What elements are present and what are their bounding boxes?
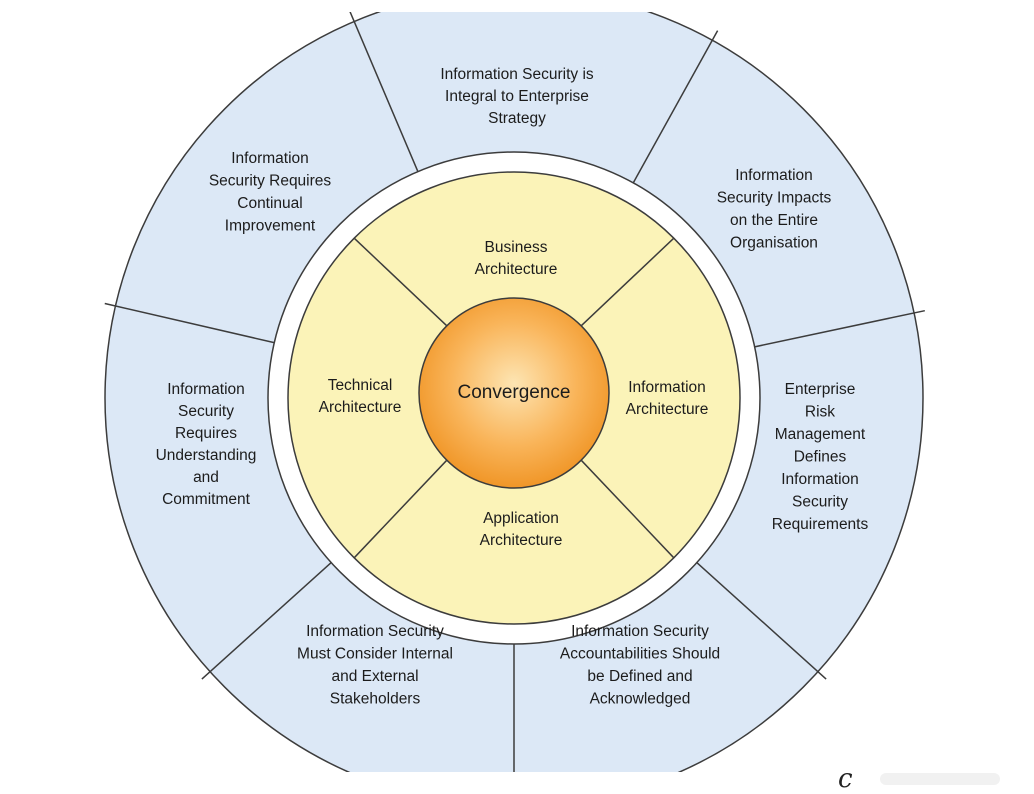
outer-segment-label-line: Acknowledged	[590, 691, 691, 708]
outer-segment-label-line: on the Entire	[730, 212, 818, 229]
inner-divider	[353, 237, 448, 327]
inner-quadrant-label-line: Information	[628, 379, 706, 396]
inner-quadrant-label-line: Technical	[328, 377, 393, 394]
outer-segment-label-line: Information	[167, 381, 245, 398]
outer-segment-label-line: Understanding	[156, 447, 257, 464]
convergence-core	[418, 297, 610, 489]
inner-quadrant-label-line: Application	[483, 510, 559, 527]
inner-divider	[580, 237, 675, 327]
outer-segment-label-line: and External	[331, 668, 418, 685]
outer-segment-label-line: Requires	[175, 425, 237, 442]
outer-segment-label-line: Risk	[805, 404, 835, 421]
outer-divider	[691, 558, 827, 680]
inner-quadrant-label-line: Architecture	[319, 399, 402, 416]
outer-segment-label-line: Information	[735, 167, 813, 184]
outer-segment-label-line: Information Security	[571, 623, 709, 640]
outer-divider	[349, 12, 421, 178]
outer-segment-label-line: Information Security	[306, 623, 444, 640]
outer-segment-label-line: Information	[231, 150, 309, 167]
outer-segment-label-line: be Defined and	[587, 668, 692, 685]
inner-quadrant-label-line: Architecture	[626, 401, 709, 418]
outer-segment-label-line: Continual	[237, 195, 303, 212]
outer-segment-label-line: Defines	[794, 449, 847, 466]
outer-ring-labels: Information Security is Integral to Enter…	[156, 66, 869, 708]
inner-ring-dividers	[353, 237, 675, 559]
outer-segment-label-line: Commitment	[162, 491, 251, 508]
inner-quadrant-label-line: Architecture	[475, 261, 558, 278]
outer-ring-dividers	[104, 12, 925, 772]
outer-segment-label-line: Integral to Enterprise	[445, 88, 589, 105]
outer-segment-label-line: Security Impacts	[717, 190, 832, 207]
inner-quadrant-label-line: Business	[485, 239, 548, 256]
corner-mark: c	[838, 764, 853, 794]
outer-segment-label-line: and	[193, 469, 219, 486]
inner-quadrant-label-line: Architecture	[480, 532, 563, 549]
outer-segment-label-line: Enterprise	[785, 381, 856, 398]
outer-segment-label: Information Security is Integral to Enter…	[440, 66, 594, 127]
outer-divider	[201, 558, 337, 680]
inner-divider	[580, 459, 675, 559]
outer-segment-label-line: Accountabilities Should	[560, 646, 720, 663]
inner-divider	[353, 459, 448, 559]
outer-divider	[104, 302, 281, 345]
outer-segment-label-line: Must Consider Internal	[297, 646, 453, 663]
outer-segment-label-line: Requirements	[772, 516, 869, 533]
outer-segment-label-line: Stakeholders	[330, 691, 421, 708]
outer-segment-label-line: Information Security is	[440, 66, 594, 83]
outer-divider	[629, 30, 719, 189]
outer-segment-label-line: Security	[178, 403, 234, 420]
outer-segment-label-line: Security Requires	[209, 173, 332, 190]
outer-segment-label-line: Management	[775, 426, 866, 443]
outer-segment-label-line: Security	[792, 494, 848, 511]
outer-divider	[748, 309, 925, 349]
corner-blur	[880, 773, 1000, 785]
outer-segment-label-line: Information	[781, 471, 859, 488]
outer-segment-label-line: Improvement	[225, 218, 316, 235]
outer-segment-label-line: Organisation	[730, 235, 818, 252]
convergence-label: Convergence	[457, 382, 570, 403]
outer-segment-label-line: Strategy	[488, 110, 546, 127]
